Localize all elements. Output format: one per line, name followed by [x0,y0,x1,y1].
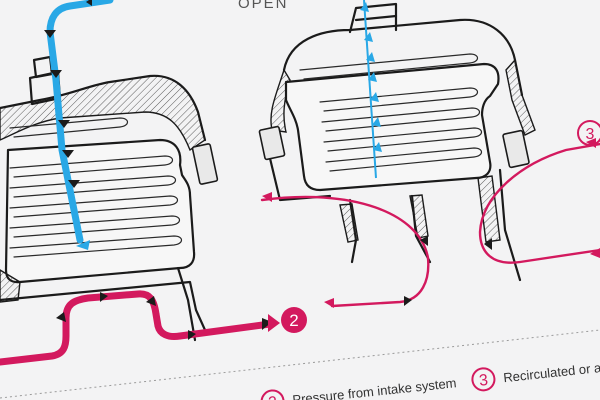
pressure-lines [0,138,600,366]
legend-item-2: 2 Pressure from intake system [260,375,457,400]
badge-2-number: 2 [289,311,298,330]
legend-3-text: Recirculated or atm [503,358,600,385]
badge-2: 2 [281,307,307,333]
legend-item-3: 3 Recirculated or atm [471,358,600,392]
legend-divider [0,329,600,399]
right-valve [258,2,536,282]
legend: ifold 2 Pressure from intake system 3 Re… [260,358,600,400]
vacuum-line-left [44,0,114,250]
state-label: OPEN [238,0,289,12]
badge-3-number: 3 [586,126,595,143]
left-spring [9,117,183,258]
legend-3-number: 3 [478,372,489,390]
badge-3: 3 [577,120,600,146]
right-spring [299,53,483,172]
legend-2-number: 2 [267,394,278,400]
vacuum-line-right [360,0,382,179]
left-valve [0,55,219,342]
legend-2-text: Pressure from intake system [292,375,457,400]
